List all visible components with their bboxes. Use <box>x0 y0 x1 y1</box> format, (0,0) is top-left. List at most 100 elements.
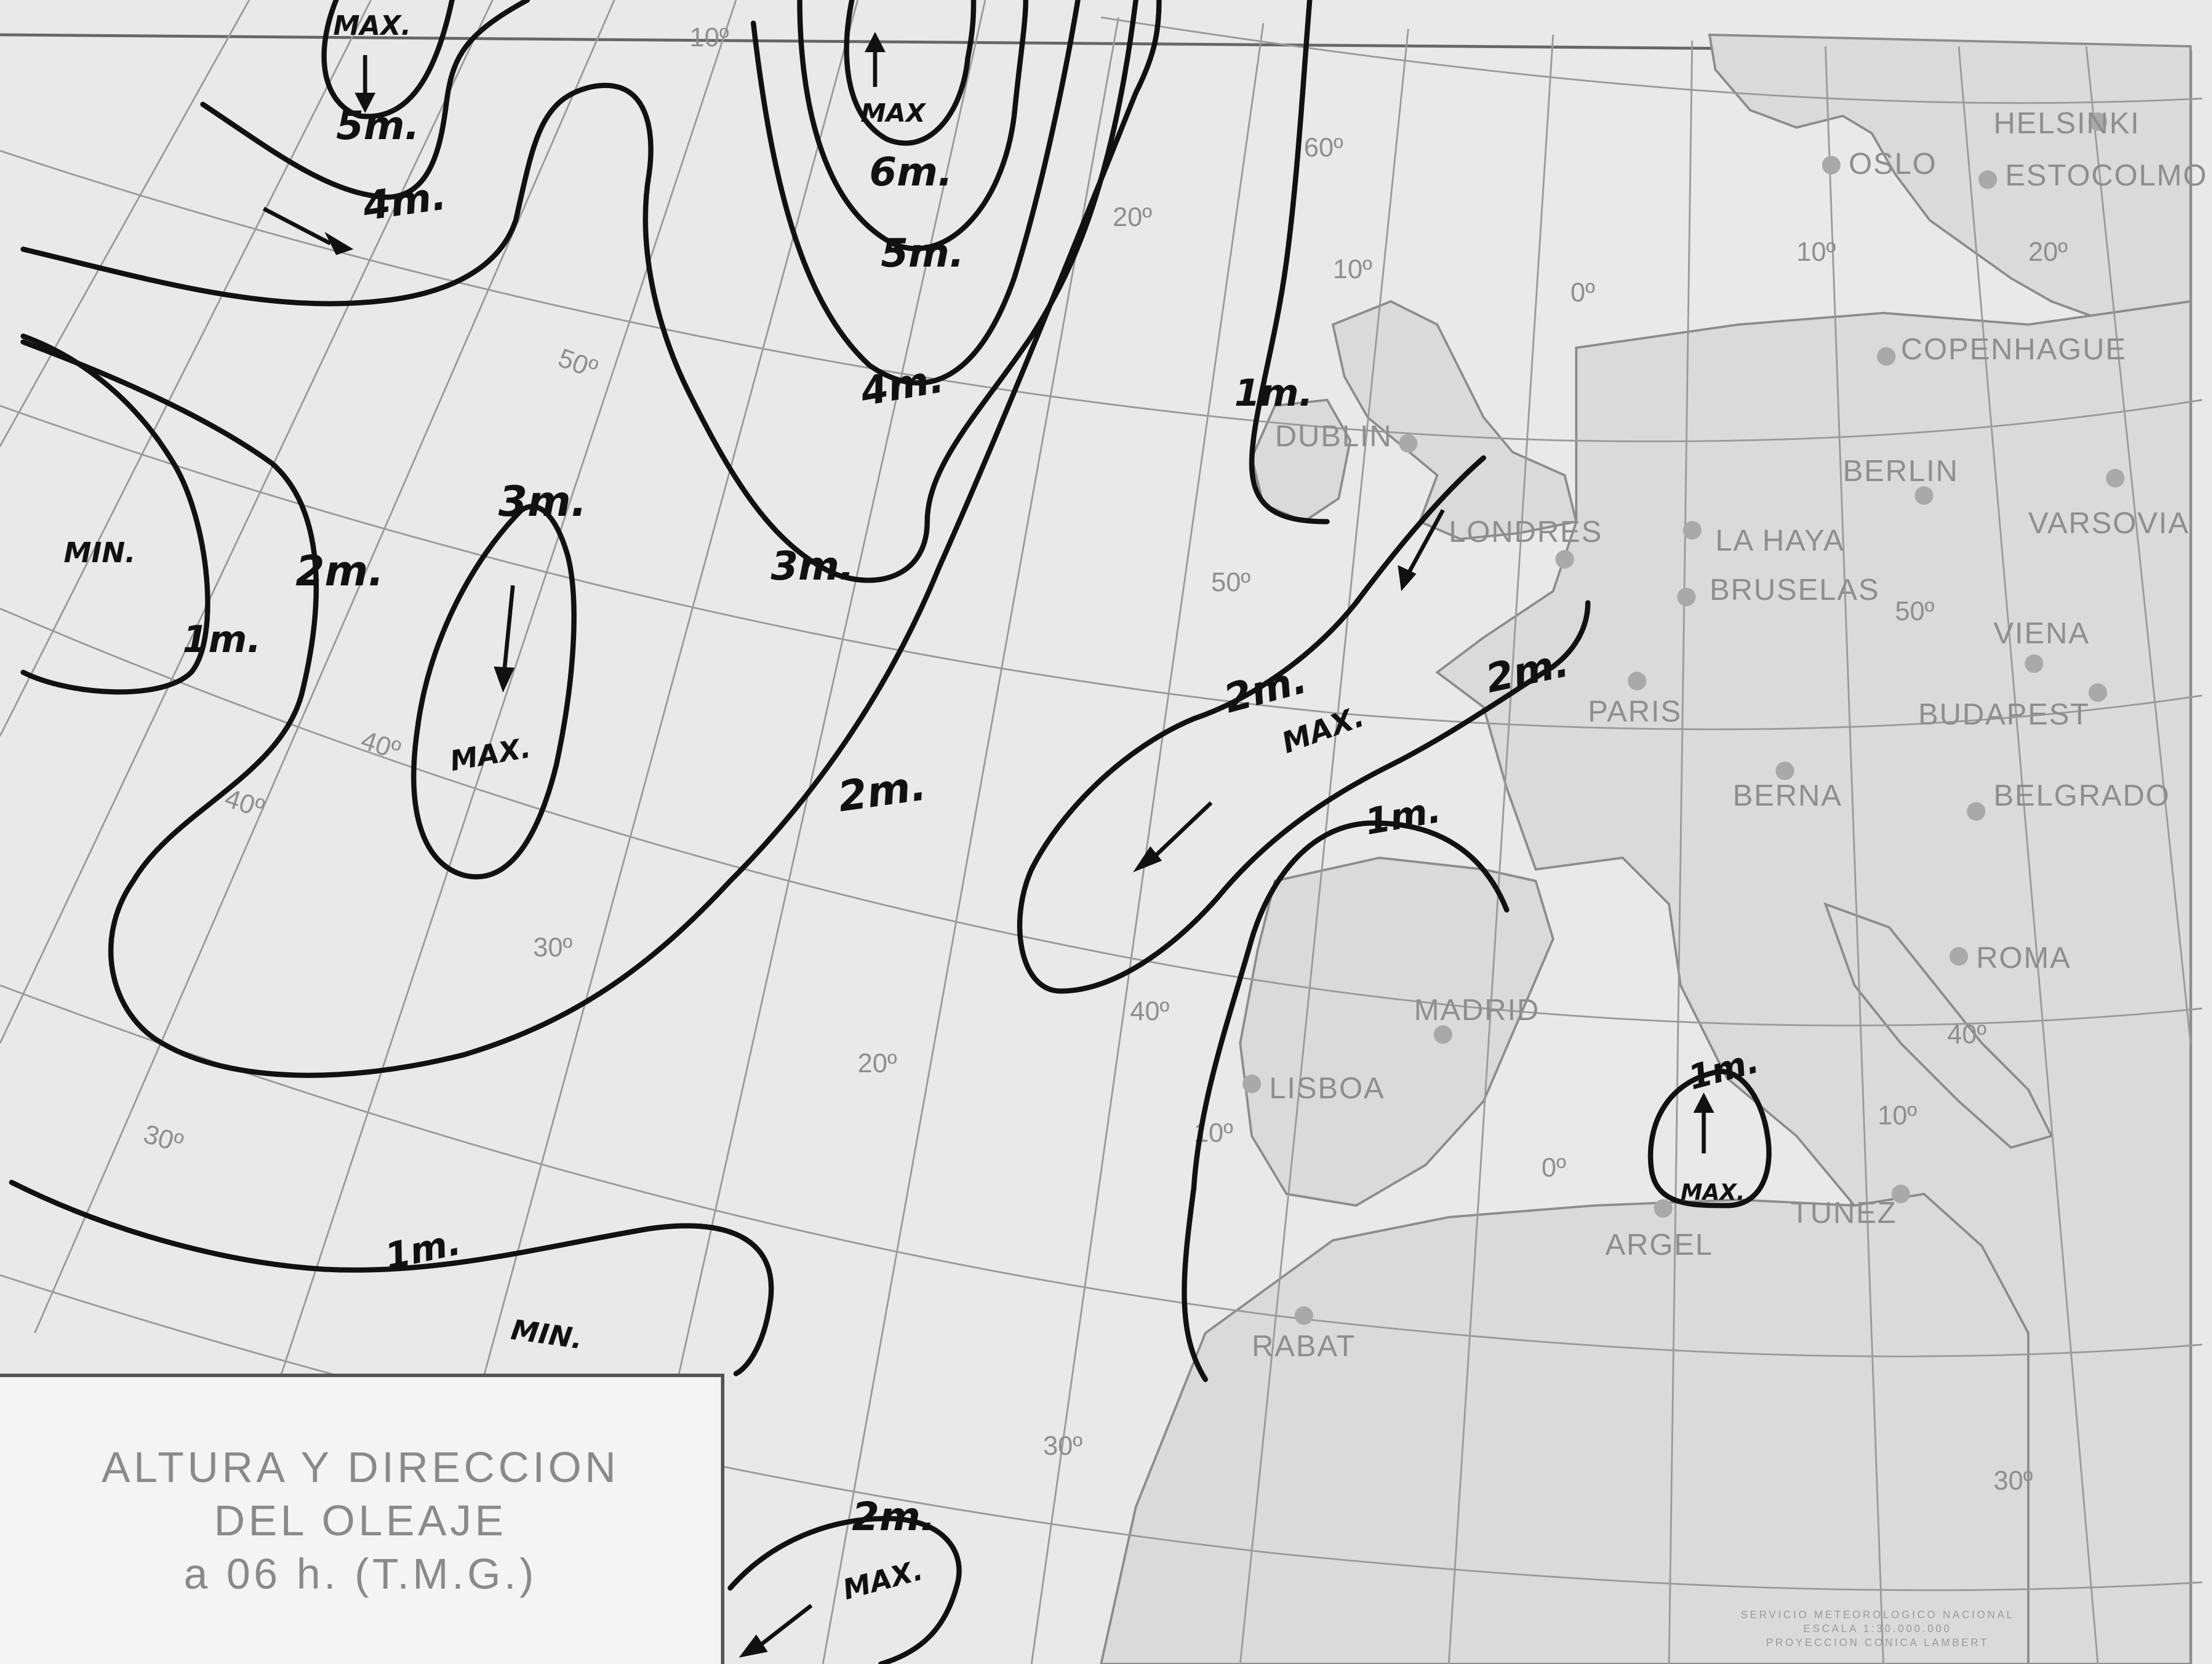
svg-text:ESTOCOLMO: ESTOCOLMO <box>2005 159 2207 192</box>
svg-text:MADRID: MADRID <box>1414 993 1540 1027</box>
city-tunez: TUNEZ <box>1791 1185 1910 1230</box>
label-lat60: 60º <box>1304 132 1343 162</box>
svg-text:LONDRES: LONDRES <box>1449 515 1602 549</box>
city-bruselas: BRUSELAS <box>1677 573 1879 607</box>
label-lat30c: 30º <box>1994 1465 2033 1495</box>
city-lisboa: LISBOA <box>1242 1072 1384 1105</box>
isoline-2m-biscay <box>1017 455 1591 994</box>
svg-text:COPENHAGUE: COPENHAGUE <box>1901 333 2127 366</box>
iberia-land <box>1238 856 1555 1207</box>
credit-line1: SERVICIO METEOROLOGICO NACIONAL <box>1740 1609 2015 1621</box>
label-lon20c: 20º <box>2028 236 2068 267</box>
city-helsinki: HELSINKI <box>1994 107 2140 140</box>
city-la-haya: LA HAYA <box>1683 521 1845 558</box>
label-lat40c: 40º <box>1130 996 1169 1026</box>
label-lon20b: 20º <box>858 1048 897 1078</box>
city-varsovia: VARSOVIA <box>2028 469 2189 540</box>
label-lat50c: 50º <box>1895 596 1934 626</box>
svg-text:LA HAYA: LA HAYA <box>1715 524 1845 558</box>
wave-isolines <box>9 0 1772 1664</box>
city-belgrado: BELGRADO <box>1967 779 2170 821</box>
label-max-north: MAX. <box>333 10 411 41</box>
isoline-3m-northwest <box>20 0 1139 583</box>
city-roma: ROMA <box>1949 941 2071 975</box>
label-5m-center: 5m. <box>881 231 964 276</box>
landmasses <box>1099 33 2192 1664</box>
north-africa-land <box>1099 1192 2029 1664</box>
isoline-1m-ireland <box>1249 0 1330 525</box>
svg-text:HELSINKI: HELSINKI <box>1994 107 2140 140</box>
isoline-4m-northwest <box>200 0 530 200</box>
svg-text:ROMA: ROMA <box>1976 941 2071 975</box>
svg-text:RABAT: RABAT <box>1252 1330 1356 1363</box>
svg-text:DUBLIN: DUBLIN <box>1275 420 1393 453</box>
isoline-3m-max-oval <box>411 504 577 880</box>
svg-text:BERLIN: BERLIN <box>1843 454 1959 488</box>
arrow-mediterranean-north <box>1693 1093 1714 1153</box>
city-dublin: DUBLIN <box>1275 420 1417 453</box>
city-viena: VIENA <box>1994 617 2090 673</box>
city-argel: ARGEL <box>1605 1199 1713 1262</box>
city-berlin: BERLIN <box>1843 454 1959 505</box>
italy-land <box>1823 902 2053 1149</box>
label-3m-center: 3m. <box>771 544 854 589</box>
svg-text:BELGRADO: BELGRADO <box>1994 779 2170 813</box>
isoline-5m-north <box>321 0 455 119</box>
map-title-line3: a 06 h. (T.M.G.) <box>183 1549 538 1598</box>
city-estocolmo: ESTOCOLMO <box>1978 159 2207 192</box>
svg-text:OSLO: OSLO <box>1849 147 1937 181</box>
label-lon10top: 10º <box>690 22 729 52</box>
label-2m-canaries: 2m. <box>852 1494 935 1540</box>
wave-direction-arrows <box>263 32 1714 1658</box>
isoline-2m-west-main <box>20 0 1162 1078</box>
isoline-2m-canaries <box>727 1516 962 1664</box>
city-copenhague: COPENHAGUE <box>1877 333 2127 366</box>
isoline-1m-mediterranean <box>1648 1069 1772 1208</box>
label-5m-north: 5m. <box>336 103 420 149</box>
city-budapest: BUDAPEST <box>1918 683 2107 731</box>
label-max-6m: MAX <box>861 99 927 128</box>
svg-text:ARGEL: ARGEL <box>1605 1228 1713 1262</box>
map-credit: SERVICIO METEOROLOGICO NACIONAL ESCALA 1… <box>1681 1597 2075 1661</box>
city-berna: BERNA <box>1733 762 1842 813</box>
label-lon20a: 20º <box>1113 202 1152 232</box>
graticule-latitudes <box>0 16 2203 1592</box>
svg-text:TUNEZ: TUNEZ <box>1791 1196 1897 1230</box>
label-2m-west: 2m. <box>296 547 384 595</box>
isoline-1m-southwest <box>9 1179 774 1377</box>
label-1m-ireland: 1m. <box>1234 372 1313 415</box>
isoline-1m-west <box>20 333 210 695</box>
map-title-line2: DEL OLEAJE <box>214 1496 507 1545</box>
label-3m-oval: 3m. <box>498 477 586 526</box>
svg-text:VIENA: VIENA <box>1994 617 2090 650</box>
svg-text:BUDAPEST: BUDAPEST <box>1918 698 2090 731</box>
svg-text:PARIS: PARIS <box>1588 695 1682 729</box>
label-lat40d: 40º <box>1947 1019 1987 1049</box>
label-min-west: MIN. <box>64 537 136 569</box>
arrow-biscay-north <box>1398 509 1445 591</box>
arrow-west-max <box>494 585 515 693</box>
svg-text:VARSOVIA: VARSOVIA <box>2028 507 2189 540</box>
isoline-1m-iberia <box>1182 820 1510 1382</box>
city-madrid: MADRID <box>1414 993 1540 1044</box>
city-londres: LONDRES <box>1449 515 1602 569</box>
arrow-northwest <box>263 206 354 255</box>
label-lon0a: 0º <box>1570 277 1595 307</box>
arrow-north-5m <box>355 55 376 113</box>
arrow-north-6m <box>865 32 885 87</box>
city-rabat: RABAT <box>1252 1306 1356 1363</box>
svg-text:BERNA: BERNA <box>1733 779 1842 813</box>
arrow-canaries-southwest <box>739 1604 813 1658</box>
label-max-mediterranean: MAX. <box>1681 1179 1745 1205</box>
label-lon30: 30º <box>533 932 573 962</box>
label-lon10d: 10º <box>1796 236 1836 267</box>
label-6m: 6m. <box>869 150 953 195</box>
credit-line3: PROYECCION CONICA LAMBERT <box>1766 1637 1989 1648</box>
label-1m-west: 1m. <box>183 618 261 661</box>
svg-text:BRUSELAS: BRUSELAS <box>1710 573 1879 607</box>
map-title-line1: ALTURA Y DIRECCION <box>101 1443 619 1491</box>
city-markers: HELSINKI OSLO ESTOCOLMO COPENHAGUE DUBLI… <box>1242 107 2207 1363</box>
label-lon0b: 0º <box>1542 1152 1566 1182</box>
